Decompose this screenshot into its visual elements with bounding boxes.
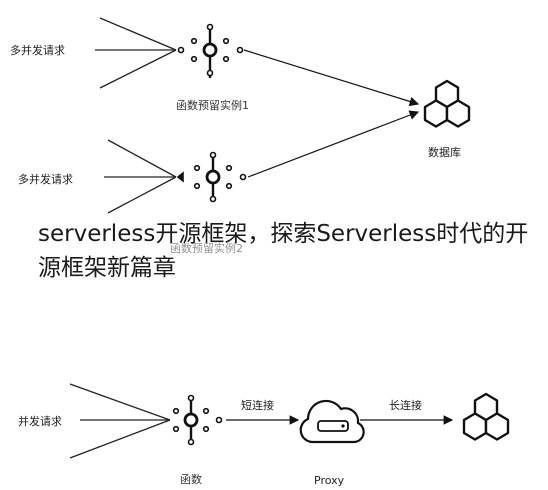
database-icon-bottom — [462, 392, 510, 441]
function-icon-bottom — [172, 394, 223, 446]
arrow-instance1-to-db — [243, 49, 420, 107]
function-icon-2 — [176, 151, 247, 203]
request-label-1: 多并发请求 — [10, 43, 65, 57]
function-label-bottom: 函数 — [180, 473, 202, 486]
request-fan-1 — [95, 17, 177, 89]
request-label-2: 多并发请求 — [18, 172, 73, 186]
arrow-instance2-to-db — [247, 110, 420, 178]
proxy-label: Proxy — [314, 474, 345, 487]
proxy-cloud-icon — [299, 399, 365, 444]
function-icon-1 — [177, 23, 244, 78]
database-icon — [423, 79, 471, 128]
request-label-bottom: 并发请求 — [18, 414, 62, 428]
page-title: serverless开源框架，探索Serverless时代的开源框架新篇章 — [38, 221, 529, 281]
instance-label-1: 函数预留实例1 — [176, 98, 249, 112]
long-connection-label: 长连接 — [389, 399, 422, 412]
request-fan-bottom — [69, 383, 171, 459]
instance-label-2: 函数预留实例2 — [170, 241, 243, 255]
request-fan-2 — [104, 139, 177, 214]
database-label: 数据库 — [428, 145, 461, 159]
short-connection-label: 短连接 — [241, 398, 274, 412]
